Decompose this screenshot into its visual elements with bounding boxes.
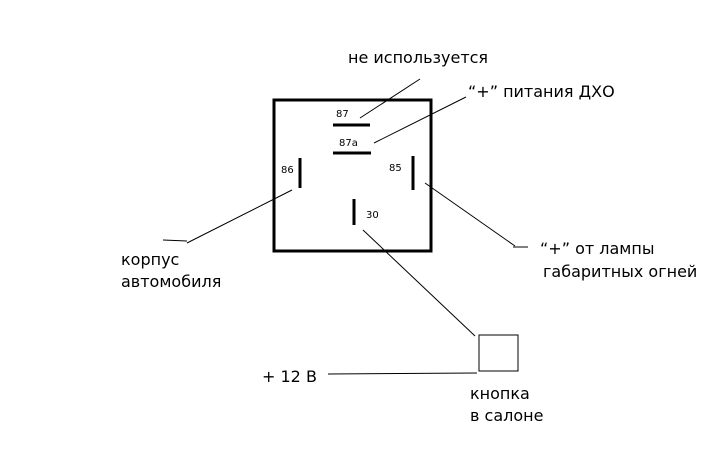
label-body-line1: корпус — [121, 250, 179, 269]
relay-body — [272, 98, 433, 253]
wire-30-to-button — [362, 229, 476, 337]
label-lamp-plus-line2: габаритных огней — [543, 262, 697, 281]
wire-body-ground-tail — [162, 239, 188, 242]
wire-lamp-plus — [424, 182, 516, 247]
label-drl-plus: “+” питания ДХО — [468, 82, 615, 101]
leader-unused — [359, 78, 421, 119]
cabin-button — [478, 334, 519, 372]
pin-87a-label: 87a — [339, 138, 358, 149]
pin-86-label: 86 — [281, 165, 294, 176]
pin-85-label: 85 — [389, 163, 402, 174]
label-button-line2: в салоне — [470, 406, 543, 425]
label-button-line1: кнопка — [470, 384, 530, 403]
label-body-line2: автомобиля — [121, 272, 221, 291]
label-lamp-plus-line1: “+” от лампы — [540, 239, 654, 258]
pin-87-label: 87 — [336, 109, 349, 120]
wire-body-ground — [186, 189, 293, 244]
label-supply: + 12 В — [262, 367, 317, 386]
wire-supply-to-button — [327, 372, 478, 375]
pin-30-label: 30 — [366, 210, 379, 221]
label-unused: не используется — [348, 48, 488, 67]
leader-drl-plus — [373, 96, 467, 144]
